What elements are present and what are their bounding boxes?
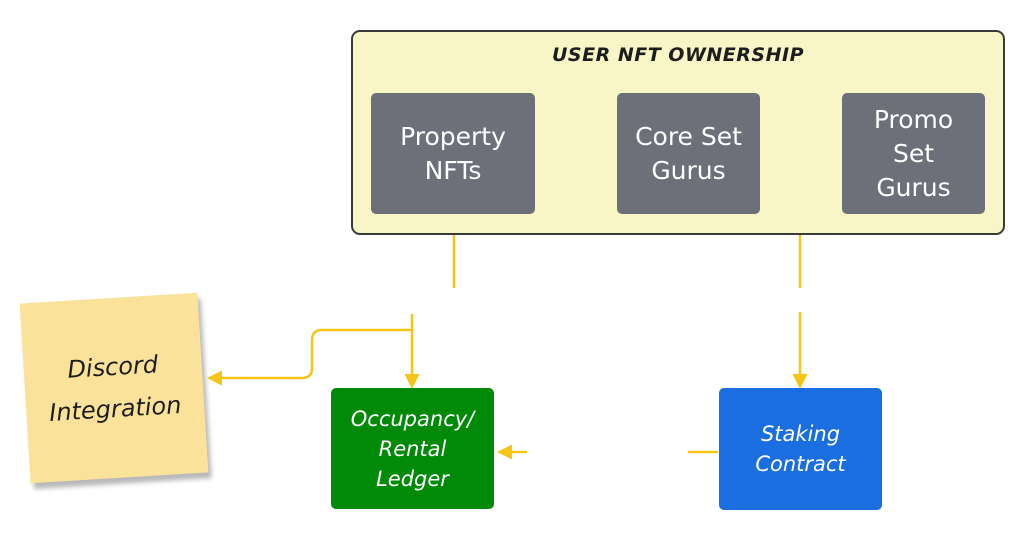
promo-set-gurus-node: Promo Set Gurus — [842, 93, 985, 214]
occupancy-rental-ledger-node: Occupancy/ Rental Ledger — [331, 388, 494, 509]
discord-integration-sticky-note: Discord Integration — [19, 292, 209, 484]
group-title: USER NFT OWNERSHIP — [552, 44, 804, 66]
property-nfts-node: Property NFTs — [371, 93, 535, 214]
core-set-gurus-node: Core Set Gurus — [617, 93, 760, 214]
staking-contract-node: Staking Contract — [719, 388, 882, 510]
connector-to-discord — [207, 328, 412, 386]
